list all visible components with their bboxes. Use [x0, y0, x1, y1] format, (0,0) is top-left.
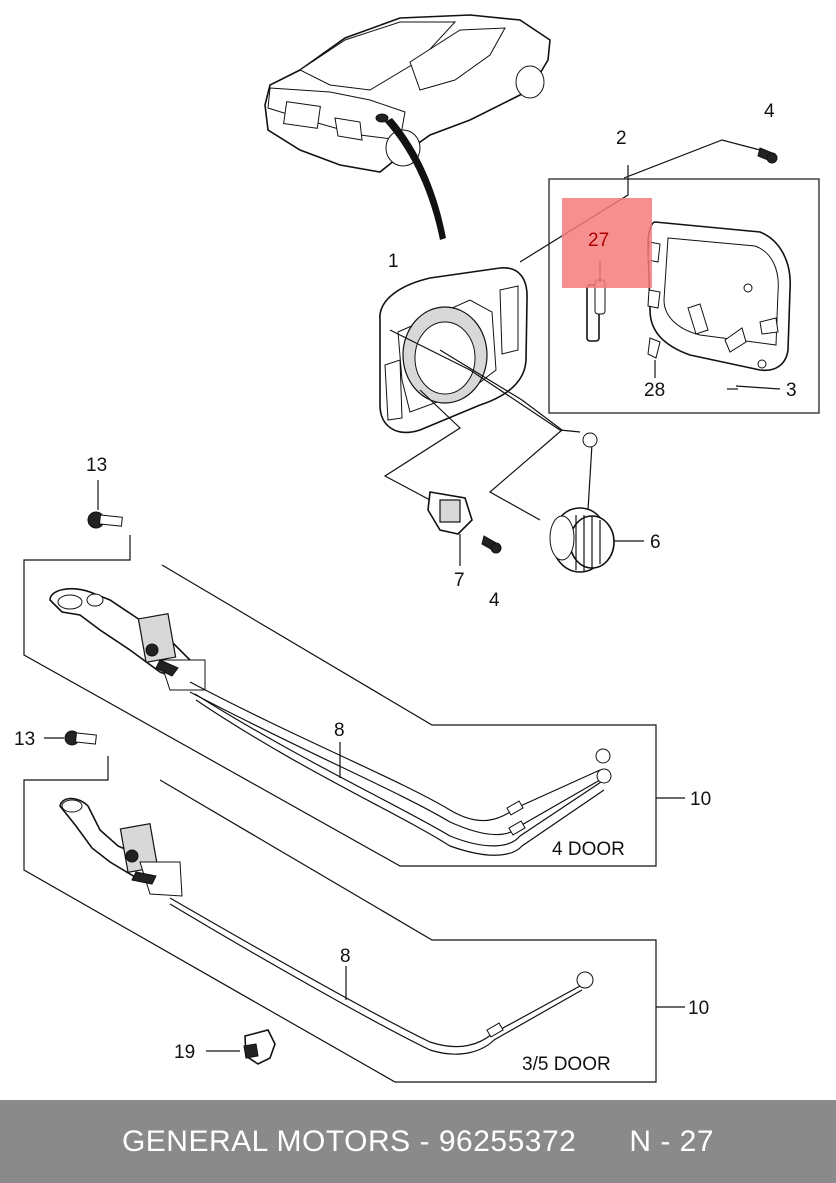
filler-housing	[379, 267, 528, 434]
callout-7: 7	[454, 570, 465, 591]
callout-8-lower: 8	[340, 946, 351, 967]
callout-2: 2	[616, 128, 627, 149]
callout-27: 27	[588, 230, 609, 251]
bolt-13-upper	[87, 480, 123, 529]
callout-13-upper: 13	[86, 455, 107, 476]
callout-19: 19	[174, 1042, 195, 1063]
fuel-door-box	[519, 139, 820, 414]
callout-10-lower: 10	[688, 998, 709, 1019]
callout-3: 3	[786, 380, 797, 401]
footer-bar: GENERAL MOTORS - 96255372 N - 27	[0, 1100, 836, 1183]
parts-diagram: 1 2 4 27 28 3 6 7 4 13 8 10 13 8 10 19 4…	[14, 14, 820, 1083]
fuel-cap	[549, 432, 644, 573]
bolt-13-lower	[44, 730, 97, 746]
screw-bottom	[481, 535, 502, 554]
clip-19	[206, 1029, 276, 1065]
release-assembly-4door	[23, 535, 685, 867]
footer-text: GENERAL MOTORS - 96255372 N - 27	[122, 1125, 714, 1159]
callout-10-upper: 10	[690, 789, 711, 810]
footer-separator: -	[410, 1124, 439, 1158]
callout-13-lower: 13	[14, 729, 35, 750]
callout-28: 28	[644, 380, 665, 401]
callout-1: 1	[388, 251, 399, 272]
callout-4-top: 4	[764, 101, 775, 122]
actuator	[427, 491, 473, 566]
callout-4-bottom: 4	[489, 590, 500, 611]
callout-8-upper: 8	[334, 720, 345, 741]
label-4-door: 4 DOOR	[552, 839, 625, 860]
car-illustration	[264, 14, 551, 240]
screw-top	[757, 147, 778, 164]
release-assembly-35door	[23, 756, 685, 1083]
callout-6: 6	[650, 532, 661, 553]
label-3-5-door: 3/5 DOOR	[522, 1054, 611, 1075]
footer-part-number: 96255372	[438, 1124, 577, 1158]
footer-page-ref: N - 27	[629, 1124, 715, 1158]
highlight-27	[562, 198, 652, 288]
footer-brand: GENERAL MOTORS	[121, 1124, 411, 1158]
